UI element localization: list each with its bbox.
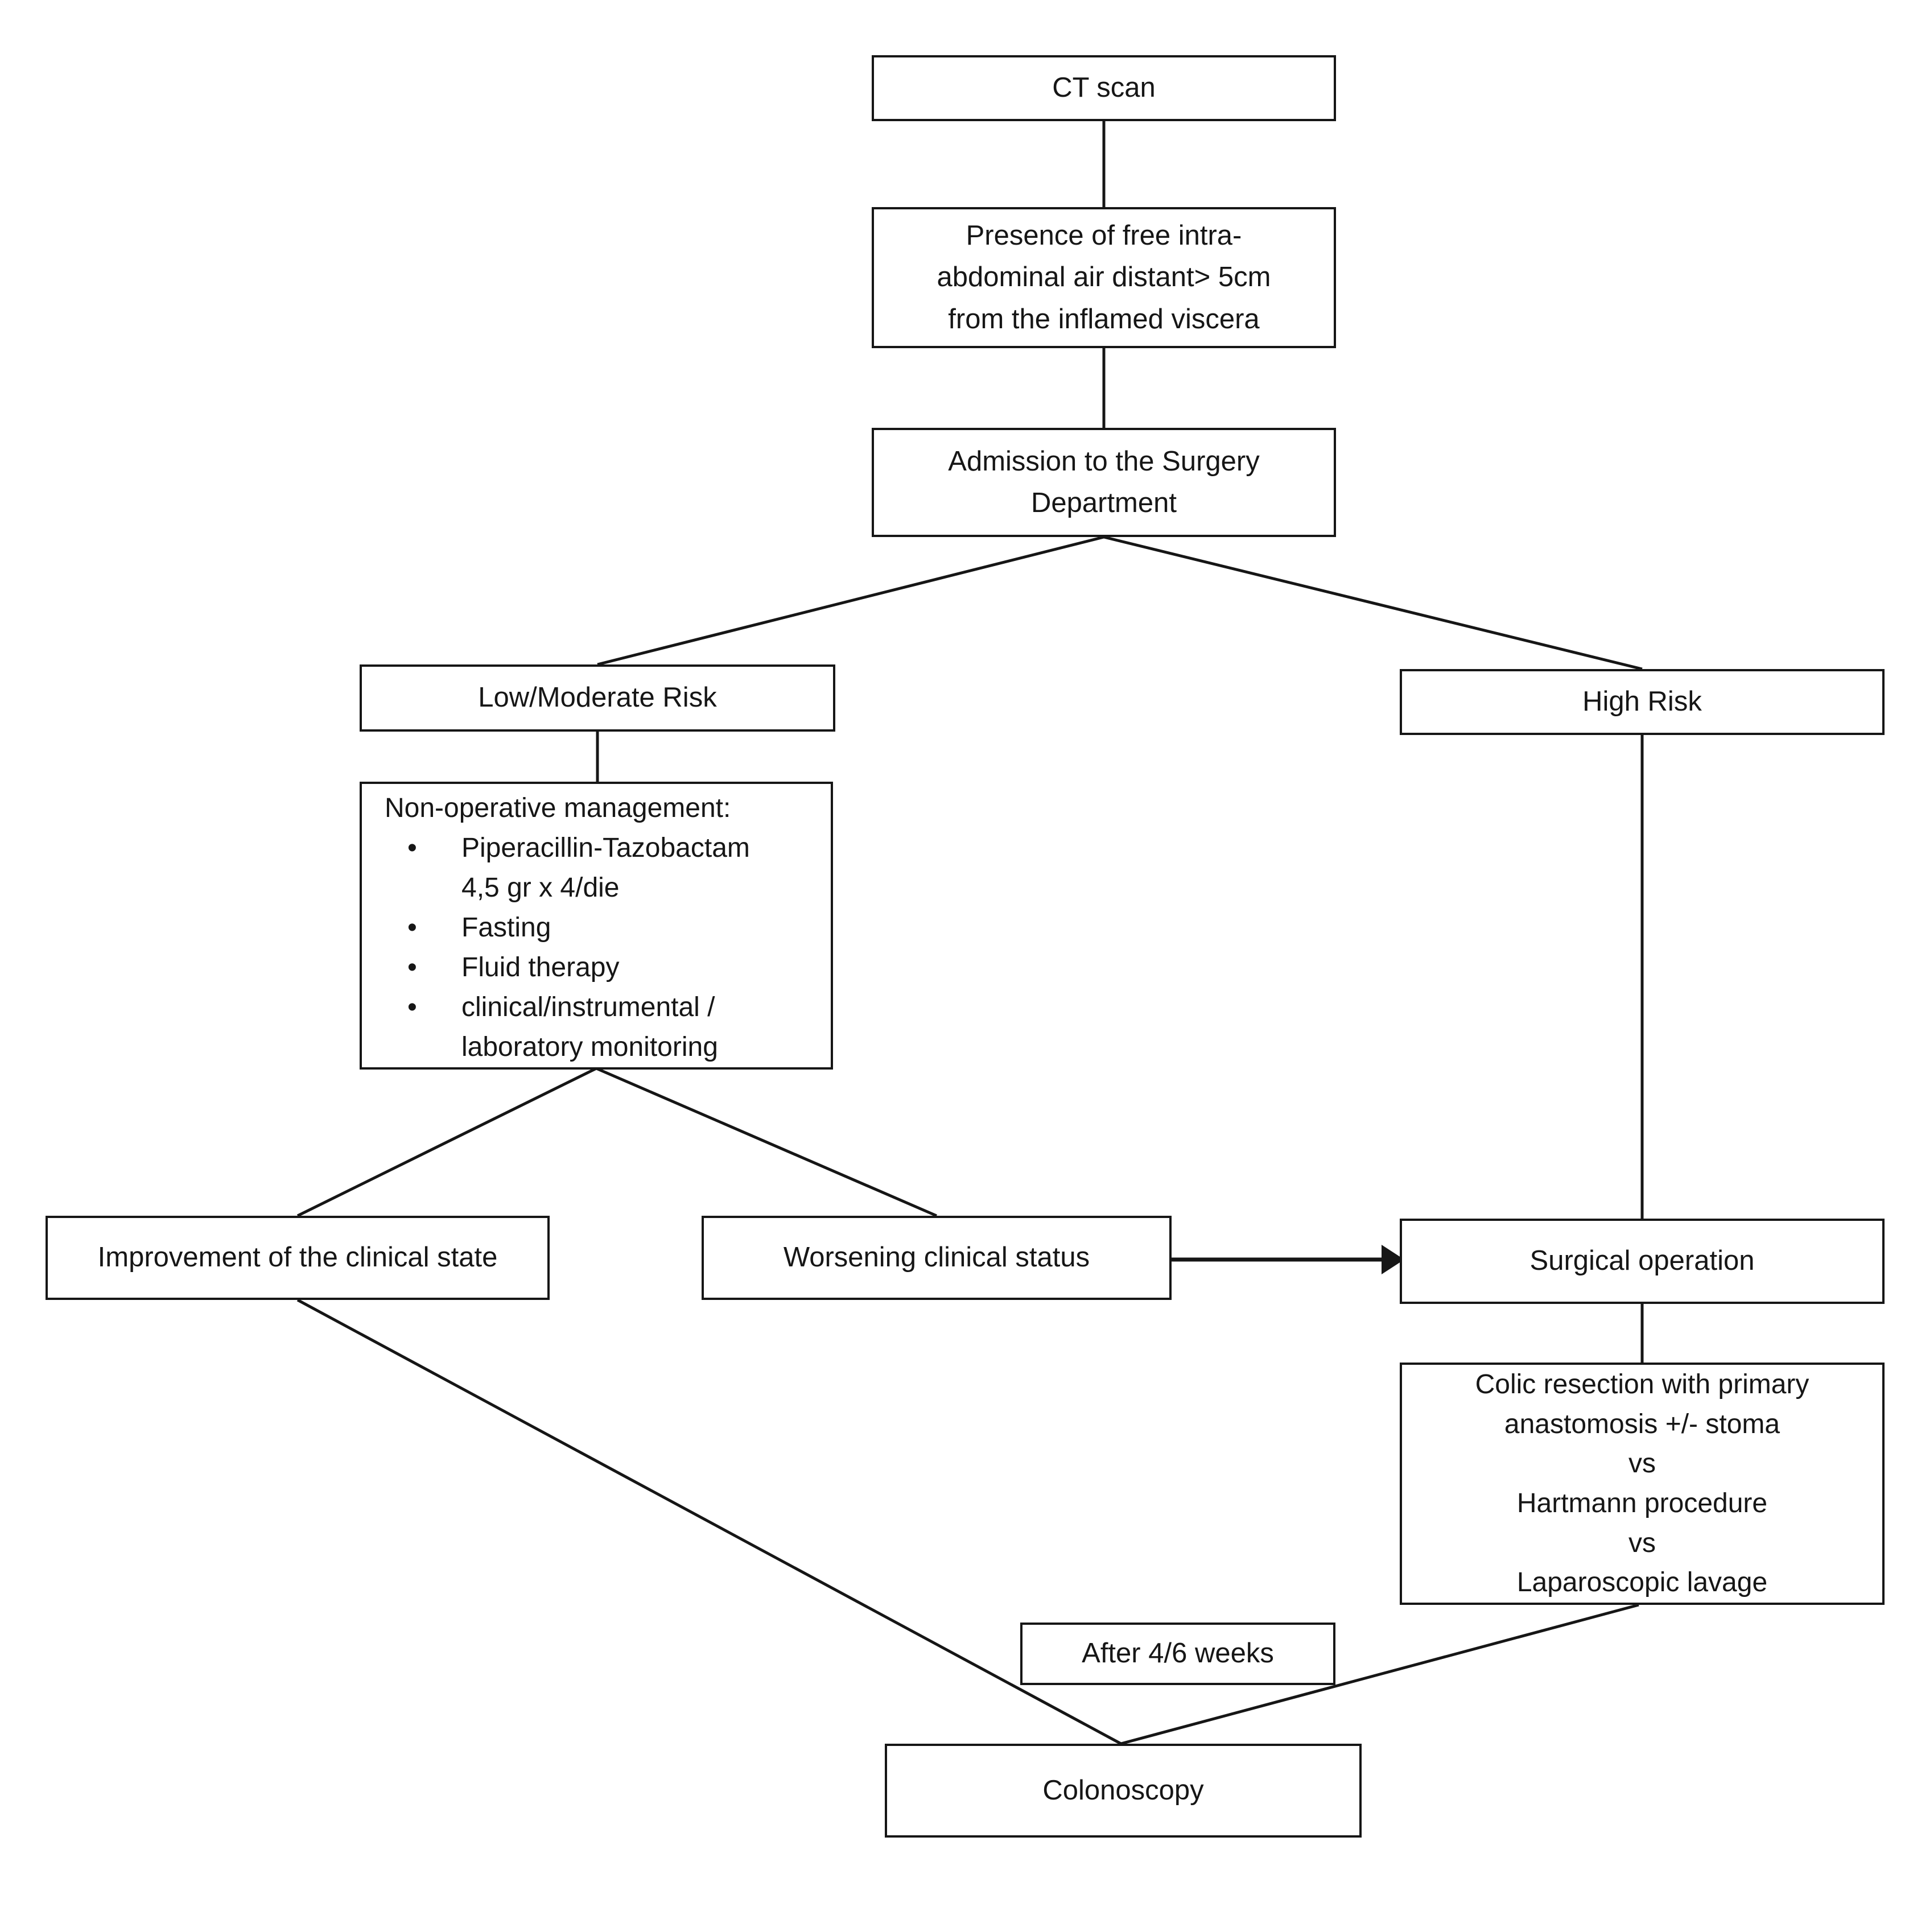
node-colonoscopy: Colonoscopy [885,1744,1362,1838]
list-item: • Piperacillin-Tazobactam 4,5 gr x 4/die [407,828,814,908]
node-worsening-label: Worsening clinical status [783,1242,1090,1273]
edge-improvement-colonoscopy [296,1298,1122,1745]
edge-admission-highrisk [1103,535,1643,671]
node-improvement-label: Improvement of the clinical state [97,1242,498,1273]
node-surgical-operation: Surgical operation [1400,1219,1885,1304]
node-free-air-finding-label: Presence of free intra- abdominal air di… [937,220,1271,335]
list-item: • Fasting [407,908,814,948]
list-item: • clinical/instrumental / laboratory mon… [407,988,814,1067]
node-worsening-clinical-status: Worsening clinical status [702,1216,1172,1300]
node-after-4-6-weeks: After 4/6 weeks [1020,1623,1335,1685]
edge-colicresection-colonoscopy [1120,1603,1639,1745]
node-admission-label: Admission to the Surgery Department [948,445,1260,519]
node-high-risk: High Risk [1400,669,1885,735]
bullet-icon: • [407,992,417,1023]
node-free-air-finding: Presence of free intra- abdominal air di… [872,207,1336,348]
node-non-operative-management: Non-operative management: • Piperacillin… [360,782,833,1070]
node-ct-scan-label: CT scan [1052,72,1156,104]
edge-nonoperative-worsening [596,1067,937,1217]
bullet-text-monitoring: clinical/instrumental / laboratory monit… [461,992,718,1063]
bullet-text-antibiotic: Piperacillin-Tazobactam 4,5 gr x 4/die [461,833,750,903]
node-improvement-clinical-state: Improvement of the clinical state [46,1216,550,1300]
edge-nonoperative-improvement [296,1067,597,1217]
node-colic-resection-options: Colic resection with primary anastomosis… [1400,1363,1885,1605]
node-low-moderate-risk: Low/Moderate Risk [360,664,835,732]
node-ct-scan: CT scan [872,55,1336,121]
bullet-icon: • [407,913,417,943]
node-admission-surgery-department: Admission to the Surgery Department [872,428,1336,537]
bullet-text-fasting: Fasting [461,913,551,943]
bullet-icon: • [407,833,417,864]
node-colic-resection-label: Colic resection with primary anastomosis… [1475,1369,1809,1598]
list-item: • Fluid therapy [407,948,814,988]
non-operative-title: Non-operative management: [385,793,731,823]
bullet-text-fluid-therapy: Fluid therapy [461,952,620,983]
edge-admission-lowrisk [597,535,1104,666]
node-colonoscopy-label: Colonoscopy [1042,1774,1204,1806]
node-after-weeks-label: After 4/6 weeks [1082,1638,1274,1669]
node-surgical-operation-label: Surgical operation [1529,1245,1755,1277]
node-low-moderate-risk-label: Low/Moderate Risk [478,682,717,713]
non-operative-bullet-list: • Piperacillin-Tazobactam 4,5 gr x 4/die… [385,828,814,1067]
bullet-icon: • [407,952,417,983]
node-high-risk-label: High Risk [1582,686,1702,717]
arrowhead-icon [1382,1245,1404,1274]
